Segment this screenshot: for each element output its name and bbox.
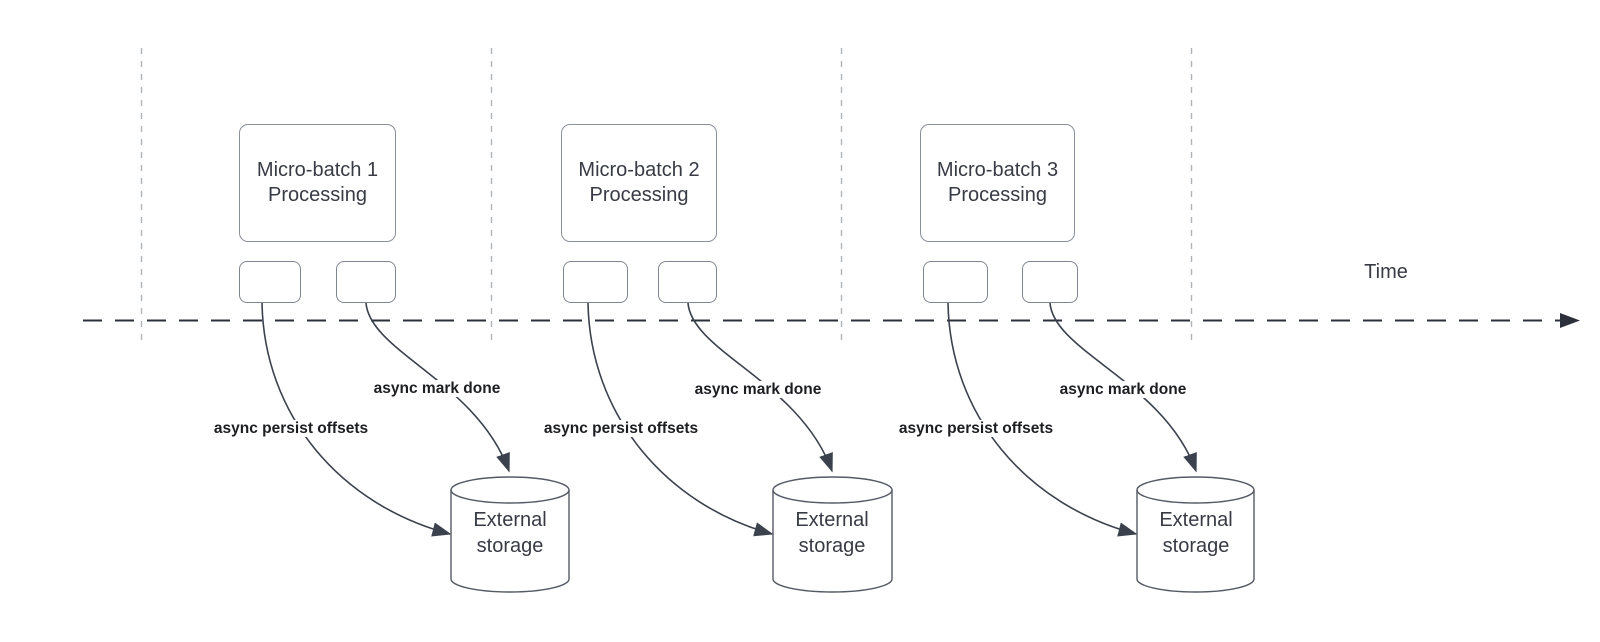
mark-done-arrow-2 (687, 302, 833, 473)
external-storage-cylinder-2 (772, 476, 893, 593)
microbatch-2-offset-chip (563, 261, 628, 303)
persist-offsets-arrow-1 (261, 302, 452, 537)
external-storage-label-2-line1: External (795, 509, 869, 531)
microbatch-2-processing-box: Micro-batch 2 Processing (561, 124, 717, 242)
microbatch-1-offset-chip (239, 261, 301, 303)
microbatch-2-title-line1: Micro-batch 2 (578, 159, 700, 181)
microbatch-1-title-line2: Processing (268, 184, 367, 206)
mark-done-arrow-3 (1049, 302, 1197, 473)
mark-done-label-2: async mark done (692, 381, 824, 398)
microbatch-2-done-chip (658, 261, 717, 303)
microbatch-1-processing-box: Micro-batch 1 Processing (239, 124, 396, 242)
external-storage-label-1: External storage (473, 507, 546, 559)
microbatch-1-done-chip (336, 261, 396, 303)
microbatch-3-offset-chip (923, 261, 988, 303)
mark-done-arrow-1 (365, 302, 510, 473)
mark-done-label-1: async mark done (371, 380, 503, 397)
mark-done-label-3: async mark done (1057, 381, 1189, 398)
time-axis-label: Time (1364, 261, 1408, 283)
persist-offsets-label-1: async persist offsets (211, 420, 371, 437)
external-storage-label-3: External storage (1159, 507, 1232, 559)
persist-offsets-arrow-3 (947, 302, 1138, 537)
persist-offsets-label-2: async persist offsets (541, 420, 701, 437)
external-storage-label-3-line2: storage (1162, 535, 1230, 557)
external-storage-cylinder-1 (450, 476, 570, 593)
microbatch-3-title-line2: Processing (948, 184, 1047, 206)
microbatch-2-title-line2: Processing (589, 184, 689, 206)
external-storage-label-3-line1: External (1159, 509, 1233, 531)
microbatch-1-title-line1: Micro-batch 1 (256, 159, 379, 181)
microbatch-3-processing-box: Micro-batch 3 Processing (920, 124, 1075, 242)
persist-offsets-label-3: async persist offsets (896, 420, 1056, 437)
microbatch-3-title-line1: Micro-batch 3 (936, 159, 1059, 181)
external-storage-label-1-line2: storage (476, 535, 544, 557)
microbatch-3-done-chip (1022, 261, 1078, 303)
external-storage-label-2: External storage (795, 507, 868, 559)
external-storage-label-1-line1: External (473, 509, 547, 531)
external-storage-label-2-line2: storage (798, 535, 866, 557)
persist-offsets-arrow-2 (587, 302, 774, 537)
external-storage-cylinder-3 (1136, 476, 1255, 593)
time-axis-arrowhead-icon (1560, 313, 1580, 328)
